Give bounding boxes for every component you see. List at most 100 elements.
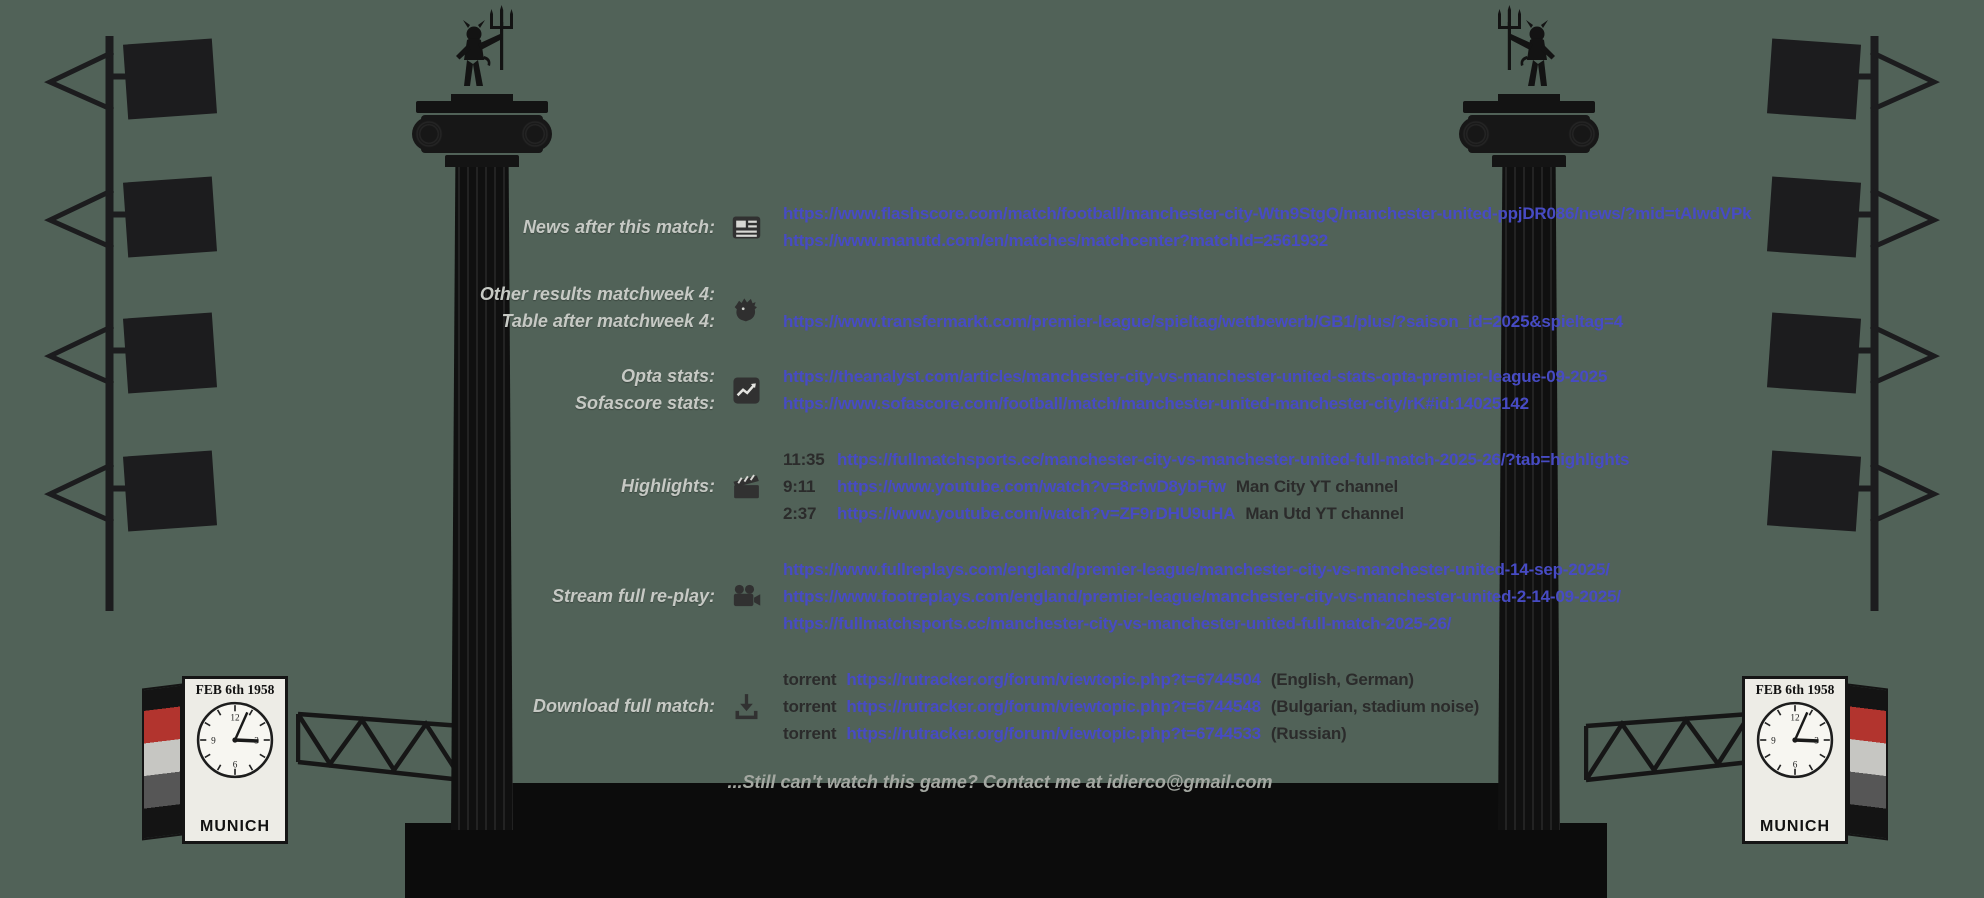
column-right	[1459, 4, 1599, 830]
section-labels: Stream full re-play:	[380, 583, 715, 610]
stream-link[interactable]: https://www.footreplays.com/england/prem…	[783, 587, 1621, 606]
link-suffix: (English, German)	[1270, 670, 1414, 689]
svg-text:12: 12	[230, 713, 240, 723]
statue-pedestal	[451, 94, 513, 101]
column-capital	[1459, 115, 1599, 153]
section-label: News after this match:	[522, 216, 715, 237]
premier-league-icon	[715, 292, 777, 325]
column-abacus	[416, 101, 548, 113]
section-download: Download full match: torrent https://rutra…	[380, 666, 1479, 747]
section-labels: Download full match:	[380, 693, 715, 720]
link-line	[783, 281, 1623, 308]
highlights-link[interactable]: https://www.youtube.com/watch?v=8cfwD8yb…	[837, 477, 1226, 496]
column-neck	[445, 155, 519, 167]
section-links: torrent https://rutracker.org/forum/viewt…	[783, 666, 1479, 747]
link-line: torrent https://rutracker.org/forum/viewt…	[783, 693, 1479, 720]
clock-front-panel: FEB 6th 1958 123 69 MUNICH	[1742, 676, 1848, 844]
column-neck	[1492, 155, 1566, 167]
link-line: https://www.flashscore.com/match/footbal…	[783, 200, 1752, 227]
section-highlights: Highlights: 11:35 https://fullmatchsports.…	[380, 446, 1629, 527]
section-labels: News after this match:	[380, 214, 715, 241]
link-line: 9:11 https://www.youtube.com/watch?v=8cfw…	[783, 473, 1629, 500]
matchweek-link[interactable]: https://www.transfermarkt.com/premier-le…	[783, 312, 1624, 331]
section-matchweek: Other results matchweek 4: Table after ma…	[380, 281, 1623, 335]
link-line: 11:35 https://fullmatchsports.cc/manchest…	[783, 446, 1630, 473]
section-label: Highlights:	[621, 476, 715, 496]
clock-side-panel	[1848, 683, 1888, 841]
download-link[interactable]: https://rutracker.org/forum/viewtopic.ph…	[846, 670, 1261, 689]
highlights-link[interactable]: https://fullmatchsports.cc/manchester-ci…	[837, 450, 1630, 469]
column-left	[412, 4, 552, 830]
section-links: https://theanalyst.com/articles/manchest…	[783, 363, 1607, 417]
section-labels: Other results matchweek 4: Table after ma…	[380, 281, 715, 335]
section-links: 11:35 https://fullmatchsports.cc/manchest…	[783, 446, 1630, 527]
svg-text:12: 12	[1790, 713, 1800, 723]
download-link[interactable]: https://rutracker.org/forum/viewtopic.ph…	[846, 697, 1261, 716]
clock-face-icon: 123 69	[196, 701, 274, 779]
svg-text:6: 6	[1793, 760, 1798, 770]
munich-clock-right: FEB 6th 1958 123 69 MUNICH	[1742, 676, 1888, 844]
svg-text:6: 6	[233, 760, 238, 770]
news-link[interactable]: https://www.manutd.com/en/matches/matchc…	[783, 231, 1329, 250]
devil-statue-icon	[1487, 4, 1571, 94]
stream-link[interactable]: https://fullmatchsports.cc/manchester-ci…	[783, 614, 1452, 633]
link-suffix: (Bulgarian, stadium noise)	[1270, 697, 1480, 716]
section-label: Download full match:	[533, 696, 715, 716]
section-labels: Opta stats:Sofascore stats:	[380, 363, 715, 417]
section-links: https://www.flashscore.com/match/footbal…	[783, 200, 1752, 254]
stream-link[interactable]: https://www.fullreplays.com/england/prem…	[783, 560, 1610, 579]
news-icon	[715, 211, 777, 244]
section-label: Other results matchweek 4:	[479, 284, 715, 304]
footer-note: ...Still can't watch this game? Contact …	[430, 772, 1570, 793]
link-suffix: (Russian)	[1270, 724, 1347, 743]
column-abacus	[1463, 101, 1595, 113]
clock-city: MUNICH	[1760, 818, 1830, 835]
truss-right	[1583, 696, 1753, 806]
link-line: torrent https://rutracker.org/forum/viewt…	[783, 720, 1479, 747]
section-links: https://www.transfermarkt.com/premier-le…	[783, 281, 1623, 335]
highlights-link[interactable]: https://www.youtube.com/watch?v=ZF9rDHU9…	[837, 504, 1236, 523]
link-prefix: 2:37	[783, 504, 817, 523]
link-line: https://www.transfermarkt.com/premier-le…	[783, 308, 1623, 335]
section-stream: Stream full re-play: https://www.fullrepl…	[380, 556, 1621, 637]
link-line: 2:37 https://www.youtube.com/watch?v=ZF9r…	[783, 500, 1629, 527]
column-shaft	[1498, 167, 1560, 830]
section-label: Stream full re-play:	[551, 586, 715, 606]
link-prefix: 11:35	[783, 450, 825, 469]
clock-side-panel	[142, 683, 182, 841]
link-line: https://theanalyst.com/articles/manchest…	[783, 363, 1607, 390]
link-suffix: Man City YT channel	[1235, 477, 1399, 496]
section-stats: Opta stats:Sofascore stats: https://thean…	[380, 363, 1607, 417]
contact-email-link[interactable]: idierco@gmail.com	[1106, 772, 1273, 792]
news-link[interactable]: https://www.flashscore.com/match/footbal…	[783, 204, 1752, 223]
floodlight-tower-left	[16, 35, 261, 612]
section-labels: Highlights:	[380, 473, 715, 500]
munich-clock-left: FEB 6th 1958 123 69 MUNICH	[142, 676, 288, 844]
clock-face-icon: 123 69	[1756, 701, 1834, 779]
section-label: Table after matchweek 4:	[501, 311, 715, 331]
stats-link[interactable]: https://theanalyst.com/articles/manchest…	[783, 367, 1608, 386]
link-line: https://fullmatchsports.cc/manchester-ci…	[783, 610, 1621, 637]
truss-left	[295, 696, 465, 806]
download-icon	[715, 690, 777, 723]
svg-text:9: 9	[211, 736, 216, 746]
section-links: https://www.fullreplays.com/england/prem…	[783, 556, 1621, 637]
clock-date: FEB 6th 1958	[1755, 682, 1835, 697]
link-prefix: torrent	[783, 697, 837, 716]
clock-date: FEB 6th 1958	[195, 682, 275, 697]
stats-link[interactable]: https://www.sofascore.com/football/match…	[783, 394, 1529, 413]
clapperboard-icon	[715, 470, 777, 503]
link-prefix: 9:11	[783, 477, 816, 496]
link-prefix: torrent	[783, 724, 837, 743]
link-line: https://www.manutd.com/en/matches/matchc…	[783, 227, 1751, 254]
section-label: Opta stats:	[620, 366, 715, 386]
download-link[interactable]: https://rutracker.org/forum/viewtopic.ph…	[846, 724, 1261, 743]
link-suffix: Man Utd YT channel	[1245, 504, 1404, 523]
column-shaft	[451, 167, 513, 830]
link-line: https://www.sofascore.com/football/match…	[783, 390, 1607, 417]
stats-chart-icon	[715, 374, 777, 407]
column-capital	[412, 115, 552, 153]
floodlight-tower-right	[1723, 35, 1968, 612]
